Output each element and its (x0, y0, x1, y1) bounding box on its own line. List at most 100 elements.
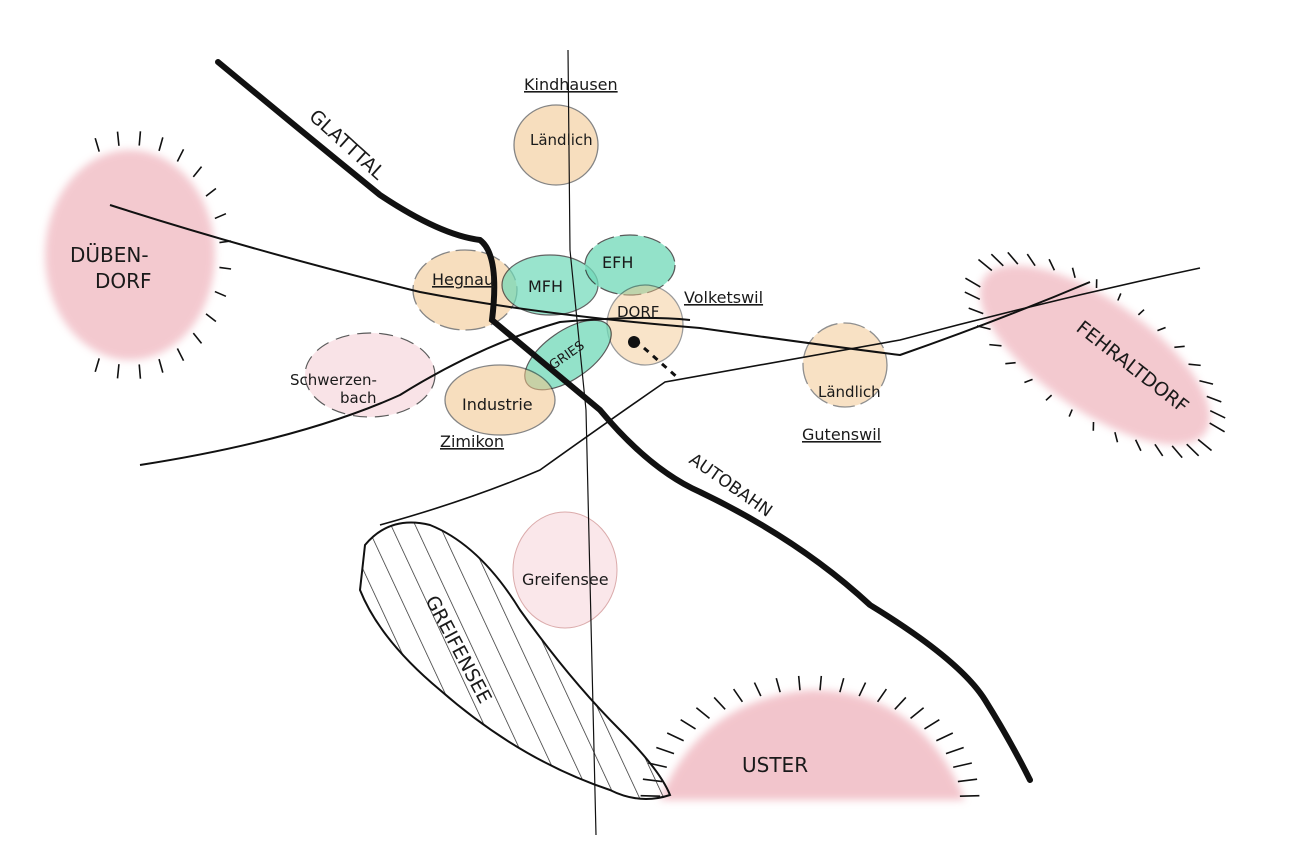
tick-mark (1024, 378, 1033, 384)
tick-mark (116, 131, 120, 146)
fehraltorf-area (964, 251, 1226, 459)
tick-mark (732, 688, 744, 703)
tick-mark (1068, 409, 1073, 417)
industrie-zone (444, 364, 556, 436)
fehraltorf-ticks (964, 251, 1226, 459)
tick-mark (945, 746, 964, 755)
tick-mark (1186, 443, 1200, 457)
autobahn-line (215, 59, 1033, 783)
center-dot (628, 336, 640, 348)
tick-mark (656, 746, 675, 755)
tick-mark (1154, 443, 1164, 457)
label-efh: EFH (602, 253, 633, 272)
tick-mark (158, 137, 164, 152)
tick-mark (1209, 409, 1226, 419)
kindhausen-zone (513, 104, 599, 186)
tick-mark (936, 732, 954, 742)
dashed-link (634, 338, 679, 380)
label-greifensee-town: Greifensee (522, 570, 609, 589)
label-schwerzenbach-2: bach (340, 389, 376, 407)
tick-mark (1026, 253, 1036, 267)
tick-mark (1157, 326, 1166, 332)
tick-mark (968, 307, 984, 315)
tick-mark (138, 131, 142, 146)
tick-mark (1171, 445, 1183, 459)
label-duebendorf-2: DORF (95, 269, 152, 293)
tick-mark (695, 707, 710, 719)
tick-mark (924, 718, 940, 730)
tick-mark (205, 313, 217, 323)
label-schwerzenbach-1: Schwerzen- (290, 371, 377, 389)
tick-mark (1045, 394, 1053, 401)
label-zimikon: Zimikon (440, 432, 504, 451)
label-kindhausen: Kindhausen (524, 75, 618, 94)
tick-mark (964, 291, 981, 301)
tick-mark (1197, 438, 1213, 452)
tick-mark (116, 364, 120, 379)
road-greifensee (379, 267, 1201, 526)
tick-mark (977, 258, 993, 272)
tick-mark (876, 688, 888, 703)
tick-mark (94, 137, 100, 152)
tick-mark (839, 677, 845, 693)
label-duebendorf-1: DÜBEN- (70, 243, 149, 267)
tick-mark (176, 348, 185, 362)
duebendorf-ticks (94, 131, 232, 379)
tick-mark (1007, 251, 1019, 265)
tick-mark (989, 343, 1002, 347)
label-mfh: MFH (528, 277, 563, 296)
efh-zone (584, 234, 676, 296)
tick-mark (858, 682, 867, 697)
tick-mark (680, 718, 696, 730)
tick-mark (666, 732, 684, 742)
tick-mark (176, 148, 185, 162)
tick-mark (214, 290, 227, 298)
tick-mark (205, 187, 217, 197)
tick-mark (1071, 267, 1076, 278)
label-uster: USTER (742, 753, 808, 777)
tick-mark (192, 332, 203, 344)
tick-mark (214, 212, 227, 220)
tick-mark (965, 277, 981, 288)
gutenswil-zone (802, 322, 888, 408)
tick-mark (953, 762, 973, 769)
tick-mark (910, 707, 925, 719)
tick-mark (1199, 379, 1214, 385)
label-volketswil: Volketswil (684, 288, 763, 307)
label-kindhausen-type: Ländlich (530, 131, 593, 149)
road-duebendorf-volketswil (109, 204, 1091, 357)
tick-mark (957, 778, 978, 783)
tick-mark (990, 253, 1004, 267)
tick-mark (1117, 293, 1122, 301)
tick-mark (894, 696, 907, 710)
tick-mark (775, 677, 781, 693)
duebendorf-area (45, 131, 232, 379)
tick-mark (1134, 439, 1142, 452)
tick-mark (192, 166, 203, 178)
tick-mark (1137, 309, 1145, 316)
uster-ticks (640, 675, 980, 797)
tick-mark (138, 364, 142, 379)
tick-mark (1188, 363, 1201, 367)
tick-mark (1206, 395, 1222, 403)
label-industrie: Industrie (462, 395, 533, 414)
tick-mark (158, 358, 164, 373)
tick-mark (797, 675, 801, 691)
tick-mark (1114, 432, 1119, 443)
tick-mark (1048, 258, 1056, 271)
label-gutenswil: Gutenswil (802, 425, 881, 444)
tick-mark (753, 682, 762, 697)
tick-mark (1005, 361, 1016, 365)
tick-mark (1209, 422, 1225, 433)
tick-mark (1174, 345, 1185, 349)
label-dorf: DORF (617, 303, 659, 321)
hegnau-zone (412, 249, 518, 331)
tick-mark (94, 358, 100, 373)
road-schwerzenbach (139, 316, 691, 466)
tick-mark (713, 696, 726, 710)
label-gutenswil-type: Ländlich (818, 383, 881, 401)
label-hegnau: Hegnau (432, 270, 494, 289)
tick-mark (219, 266, 232, 270)
